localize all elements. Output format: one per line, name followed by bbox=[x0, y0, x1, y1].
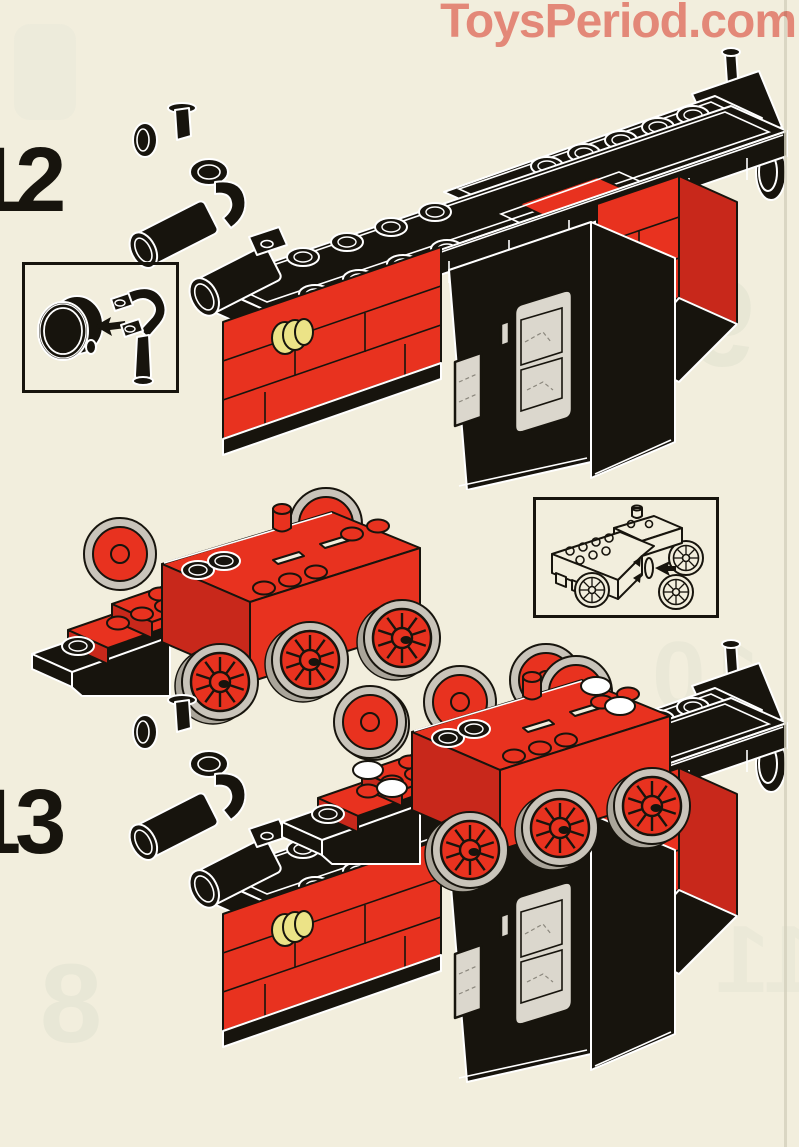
step12-locomotive-illustration bbox=[118, 28, 799, 490]
piston-bracket-inset bbox=[22, 262, 179, 393]
step13-locomotive-illustration bbox=[118, 612, 799, 1147]
step-13-number: 13 bbox=[0, 771, 66, 873]
wheel-attachment-inset bbox=[533, 497, 719, 618]
wheel-attachment-drawing bbox=[551, 504, 704, 610]
toysperiod-watermark: ToysPeriod.com bbox=[440, 0, 797, 48]
step-12-number: 12 bbox=[0, 129, 66, 231]
piston-bracket-drawing bbox=[37, 287, 167, 386]
page-edge-line bbox=[784, 0, 787, 1147]
white-studs bbox=[352, 676, 636, 798]
bleedthrough-blob bbox=[14, 24, 76, 120]
bleedthrough-numeral-8: 8 bbox=[40, 941, 103, 1066]
